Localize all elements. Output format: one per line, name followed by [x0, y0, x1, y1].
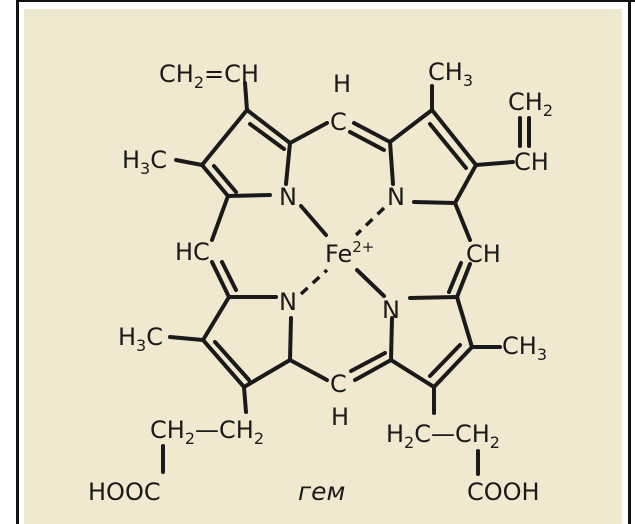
meso-bridge-top — [288, 121, 392, 152]
pyrrole-ring-bottom-right — [389, 295, 474, 389]
methyl-group-left-bottom: H3C — [118, 323, 163, 355]
carboxyl-group-left: HOOC — [88, 478, 161, 506]
substituent-bonds — [161, 81, 531, 476]
iron-ion: Fe2+ — [325, 238, 374, 268]
nitrogen-bottom-left: N — [279, 288, 297, 316]
nitrogen-top-right: N — [387, 183, 405, 211]
meso-hydrogen-bottom: H — [331, 403, 349, 431]
paper-background — [24, 9, 622, 524]
meso-ch-right: CH — [466, 240, 501, 268]
methyl-group-left-top: H3C — [122, 146, 167, 178]
nitrogen-top-left: N — [279, 183, 297, 211]
methyl-group-right-bottom: CH3 — [502, 332, 547, 364]
meso-bridge-left — [210, 194, 238, 299]
iron-coordination-bonds — [299, 204, 386, 298]
nitrogen-bottom-right: N — [382, 296, 400, 324]
meso-carbon-top: C — [330, 108, 347, 136]
vinyl-ch2-right: CH2 — [508, 88, 553, 120]
figure-caption: гем — [298, 477, 345, 506]
pyrrole-ring-top-left — [200, 108, 292, 198]
carboxyl-group-right: COOH — [467, 478, 540, 506]
border-top — [16, 0, 635, 2]
pyrrole-ring-bottom-left — [201, 295, 293, 389]
vinyl-ch-right: CH — [514, 148, 549, 176]
vinyl-group-top-left: CH2=CH — [159, 60, 259, 92]
meso-ch-left: HC — [175, 238, 210, 266]
border-left — [16, 0, 19, 524]
methyl-group-top-right: CH3 — [428, 58, 473, 90]
meso-bridge-right — [447, 201, 472, 299]
pyrrole-ring-top-right — [388, 108, 478, 205]
propionate-chain-left: CH2—CH2 — [150, 416, 264, 448]
meso-hydrogen-top: H — [333, 70, 351, 98]
propionate-chain-right: H2C—CH2 — [386, 420, 500, 452]
meso-bridge-bottom — [288, 351, 393, 382]
border-right — [628, 0, 631, 524]
meso-carbon-bottom: C — [330, 370, 347, 398]
